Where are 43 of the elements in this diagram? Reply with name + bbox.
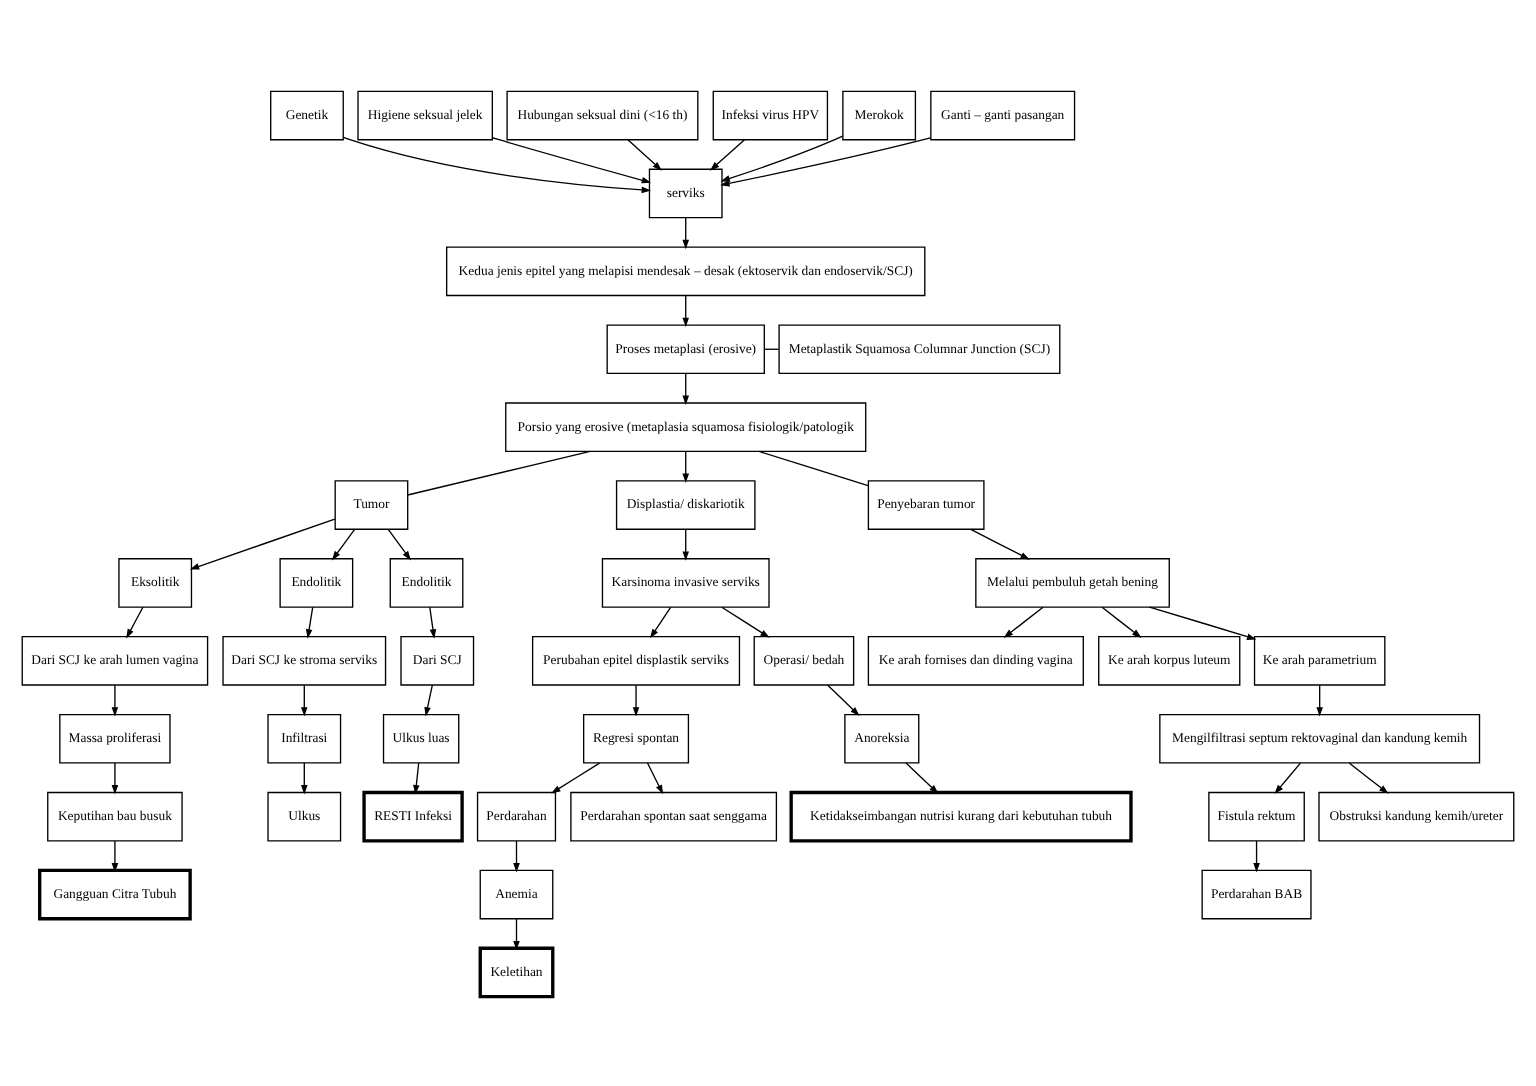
arrow (682, 294, 690, 327)
arrow (1316, 683, 1323, 716)
arrow (682, 371, 690, 404)
arrow (650, 605, 672, 638)
arrow (387, 527, 411, 560)
arrow (429, 605, 437, 638)
arrow (301, 683, 308, 716)
arrow (111, 839, 119, 872)
arrow (413, 761, 420, 794)
arrow (905, 761, 939, 793)
arrow (970, 527, 1030, 559)
arrow (189, 517, 336, 569)
arrow (111, 683, 119, 716)
arrow (551, 761, 601, 793)
arrow (305, 605, 314, 638)
arrow (513, 917, 520, 950)
arrow (424, 683, 433, 716)
arrow (720, 134, 844, 181)
arrow (1274, 761, 1302, 794)
arrow (721, 605, 770, 637)
arrow (301, 761, 308, 794)
arrow (1253, 839, 1260, 872)
arrow (646, 761, 664, 794)
arrow (682, 216, 690, 249)
arrow (1348, 761, 1389, 793)
arrow (682, 449, 690, 482)
arrow (632, 683, 640, 716)
arrow (709, 138, 746, 170)
connector (758, 449, 869, 486)
arrow (827, 683, 860, 715)
arrow (331, 527, 356, 560)
arrow (343, 135, 652, 193)
arrow (1101, 605, 1142, 637)
arrow (682, 527, 690, 560)
arrow (720, 136, 932, 186)
arrow (1148, 605, 1257, 639)
arrow (491, 136, 652, 183)
arrow (111, 761, 119, 794)
arrow (627, 138, 662, 170)
arrow (126, 605, 144, 638)
connector (407, 449, 591, 495)
arrow (1003, 605, 1044, 637)
arrow (513, 839, 520, 872)
